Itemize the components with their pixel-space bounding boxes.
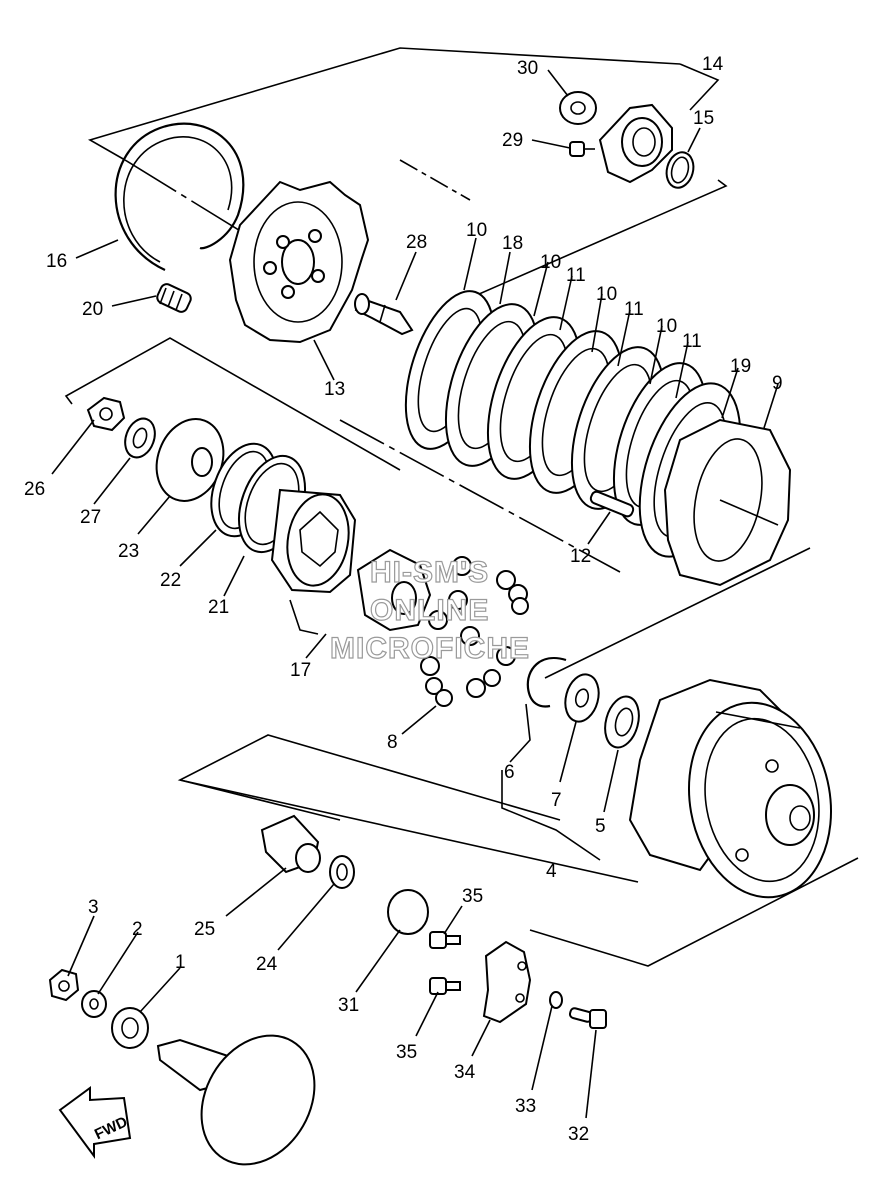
- part-20-spring: [156, 283, 192, 313]
- part-29-screw: [569, 141, 595, 157]
- callout-24: 24: [256, 954, 278, 975]
- callout-29: 29: [502, 130, 523, 151]
- callout-31: 31: [338, 995, 359, 1016]
- callout-19: 19: [730, 356, 751, 377]
- callout-10-d: 10: [656, 316, 677, 337]
- part-8-ball-assembly: [356, 548, 529, 707]
- callout-32: 32: [568, 1124, 589, 1145]
- callout-8: 8: [387, 732, 398, 753]
- callout-26: 26: [24, 479, 45, 500]
- part-25-bolt: [260, 814, 321, 874]
- callout-20: 20: [82, 299, 103, 320]
- part-30-bearing: [559, 91, 597, 125]
- part-32-bolt: [568, 1007, 607, 1029]
- callout-22: 22: [160, 570, 181, 591]
- callout-10-b: 10: [540, 252, 561, 273]
- part-16-circlip: [114, 122, 245, 271]
- part-17-clutch-boss: [270, 488, 357, 594]
- callout-28: 28: [406, 232, 427, 253]
- part-35-screw-lower: [429, 977, 461, 995]
- callout-11-c: 11: [682, 331, 702, 352]
- watermark: HI-SM'S ONLINE MICROFICHE: [329, 555, 530, 665]
- group-frame-middle: [64, 337, 811, 679]
- callout-35-a: 35: [462, 886, 483, 907]
- part-12-pin: [589, 490, 635, 518]
- callout-30: 30: [517, 58, 538, 79]
- part-26-nut: [86, 396, 126, 432]
- callout-11-a: 11: [566, 265, 586, 286]
- part-34-bracket: [482, 940, 532, 1024]
- part-1-gear: [111, 1007, 149, 1049]
- callout-16: 16: [46, 251, 67, 272]
- callout-4: 4: [546, 861, 557, 882]
- leader-lines: [51, 63, 779, 1119]
- callout-9: 9: [772, 373, 783, 394]
- part-4-clutch-housing: [628, 678, 833, 899]
- callout-7: 7: [551, 790, 562, 811]
- callout-17: 17: [290, 660, 311, 681]
- part-3-nut: [48, 968, 80, 1002]
- part-6-circlip: [526, 657, 567, 708]
- watermark-line-1: HI-SM'S: [370, 556, 489, 589]
- group-frame-top: [87, 47, 728, 299]
- callout-21: 21: [208, 597, 229, 618]
- callout-23: 23: [118, 541, 139, 562]
- callout-5: 5: [595, 816, 606, 837]
- callout-15: 15: [693, 108, 714, 129]
- part-9-plate: [663, 418, 792, 587]
- fwd-arrow: FWD: [58, 1086, 132, 1160]
- callout-33: 33: [515, 1096, 536, 1117]
- part-31-cap: [387, 889, 429, 935]
- callout-11-b: 11: [624, 299, 644, 320]
- callout-18: 18: [502, 233, 523, 254]
- part-15-seal: [665, 151, 695, 189]
- callout-1: 1: [175, 952, 186, 973]
- callout-27: 27: [80, 507, 101, 528]
- part-35-screw-upper: [429, 931, 461, 949]
- callout-10-c: 10: [596, 284, 617, 305]
- callout-2: 2: [132, 919, 143, 940]
- watermark-line-2: ONLINE: [370, 594, 489, 627]
- callout-14: 14: [702, 54, 724, 75]
- callout-10-a: 10: [466, 220, 487, 241]
- callout-35-b: 35: [396, 1042, 417, 1063]
- part-28-push-rod: [354, 293, 414, 336]
- watermark-line-3: MICROFICHE: [330, 632, 530, 665]
- callout-34: 34: [454, 1062, 476, 1083]
- callout-12: 12: [570, 546, 591, 567]
- part-7-washer: [564, 673, 600, 723]
- callout-3: 3: [88, 897, 99, 918]
- callout-13: 13: [324, 379, 345, 400]
- drive-shaft: [156, 1034, 316, 1166]
- part-2-washer: [81, 990, 107, 1018]
- part-27-washer: [124, 417, 156, 459]
- part-13-pressure-plate: [228, 180, 370, 344]
- part-5-bearing: [604, 695, 640, 749]
- callout-labels: 30 14 15 29 16 20 13 28 10 18 10 11 10 1…: [24, 54, 783, 1145]
- part-24-washer: [329, 855, 355, 889]
- part-33-washer: [549, 991, 563, 1009]
- callout-6: 6: [504, 762, 515, 783]
- part-14-bearing-plate: [598, 103, 673, 184]
- callout-25: 25: [194, 919, 215, 940]
